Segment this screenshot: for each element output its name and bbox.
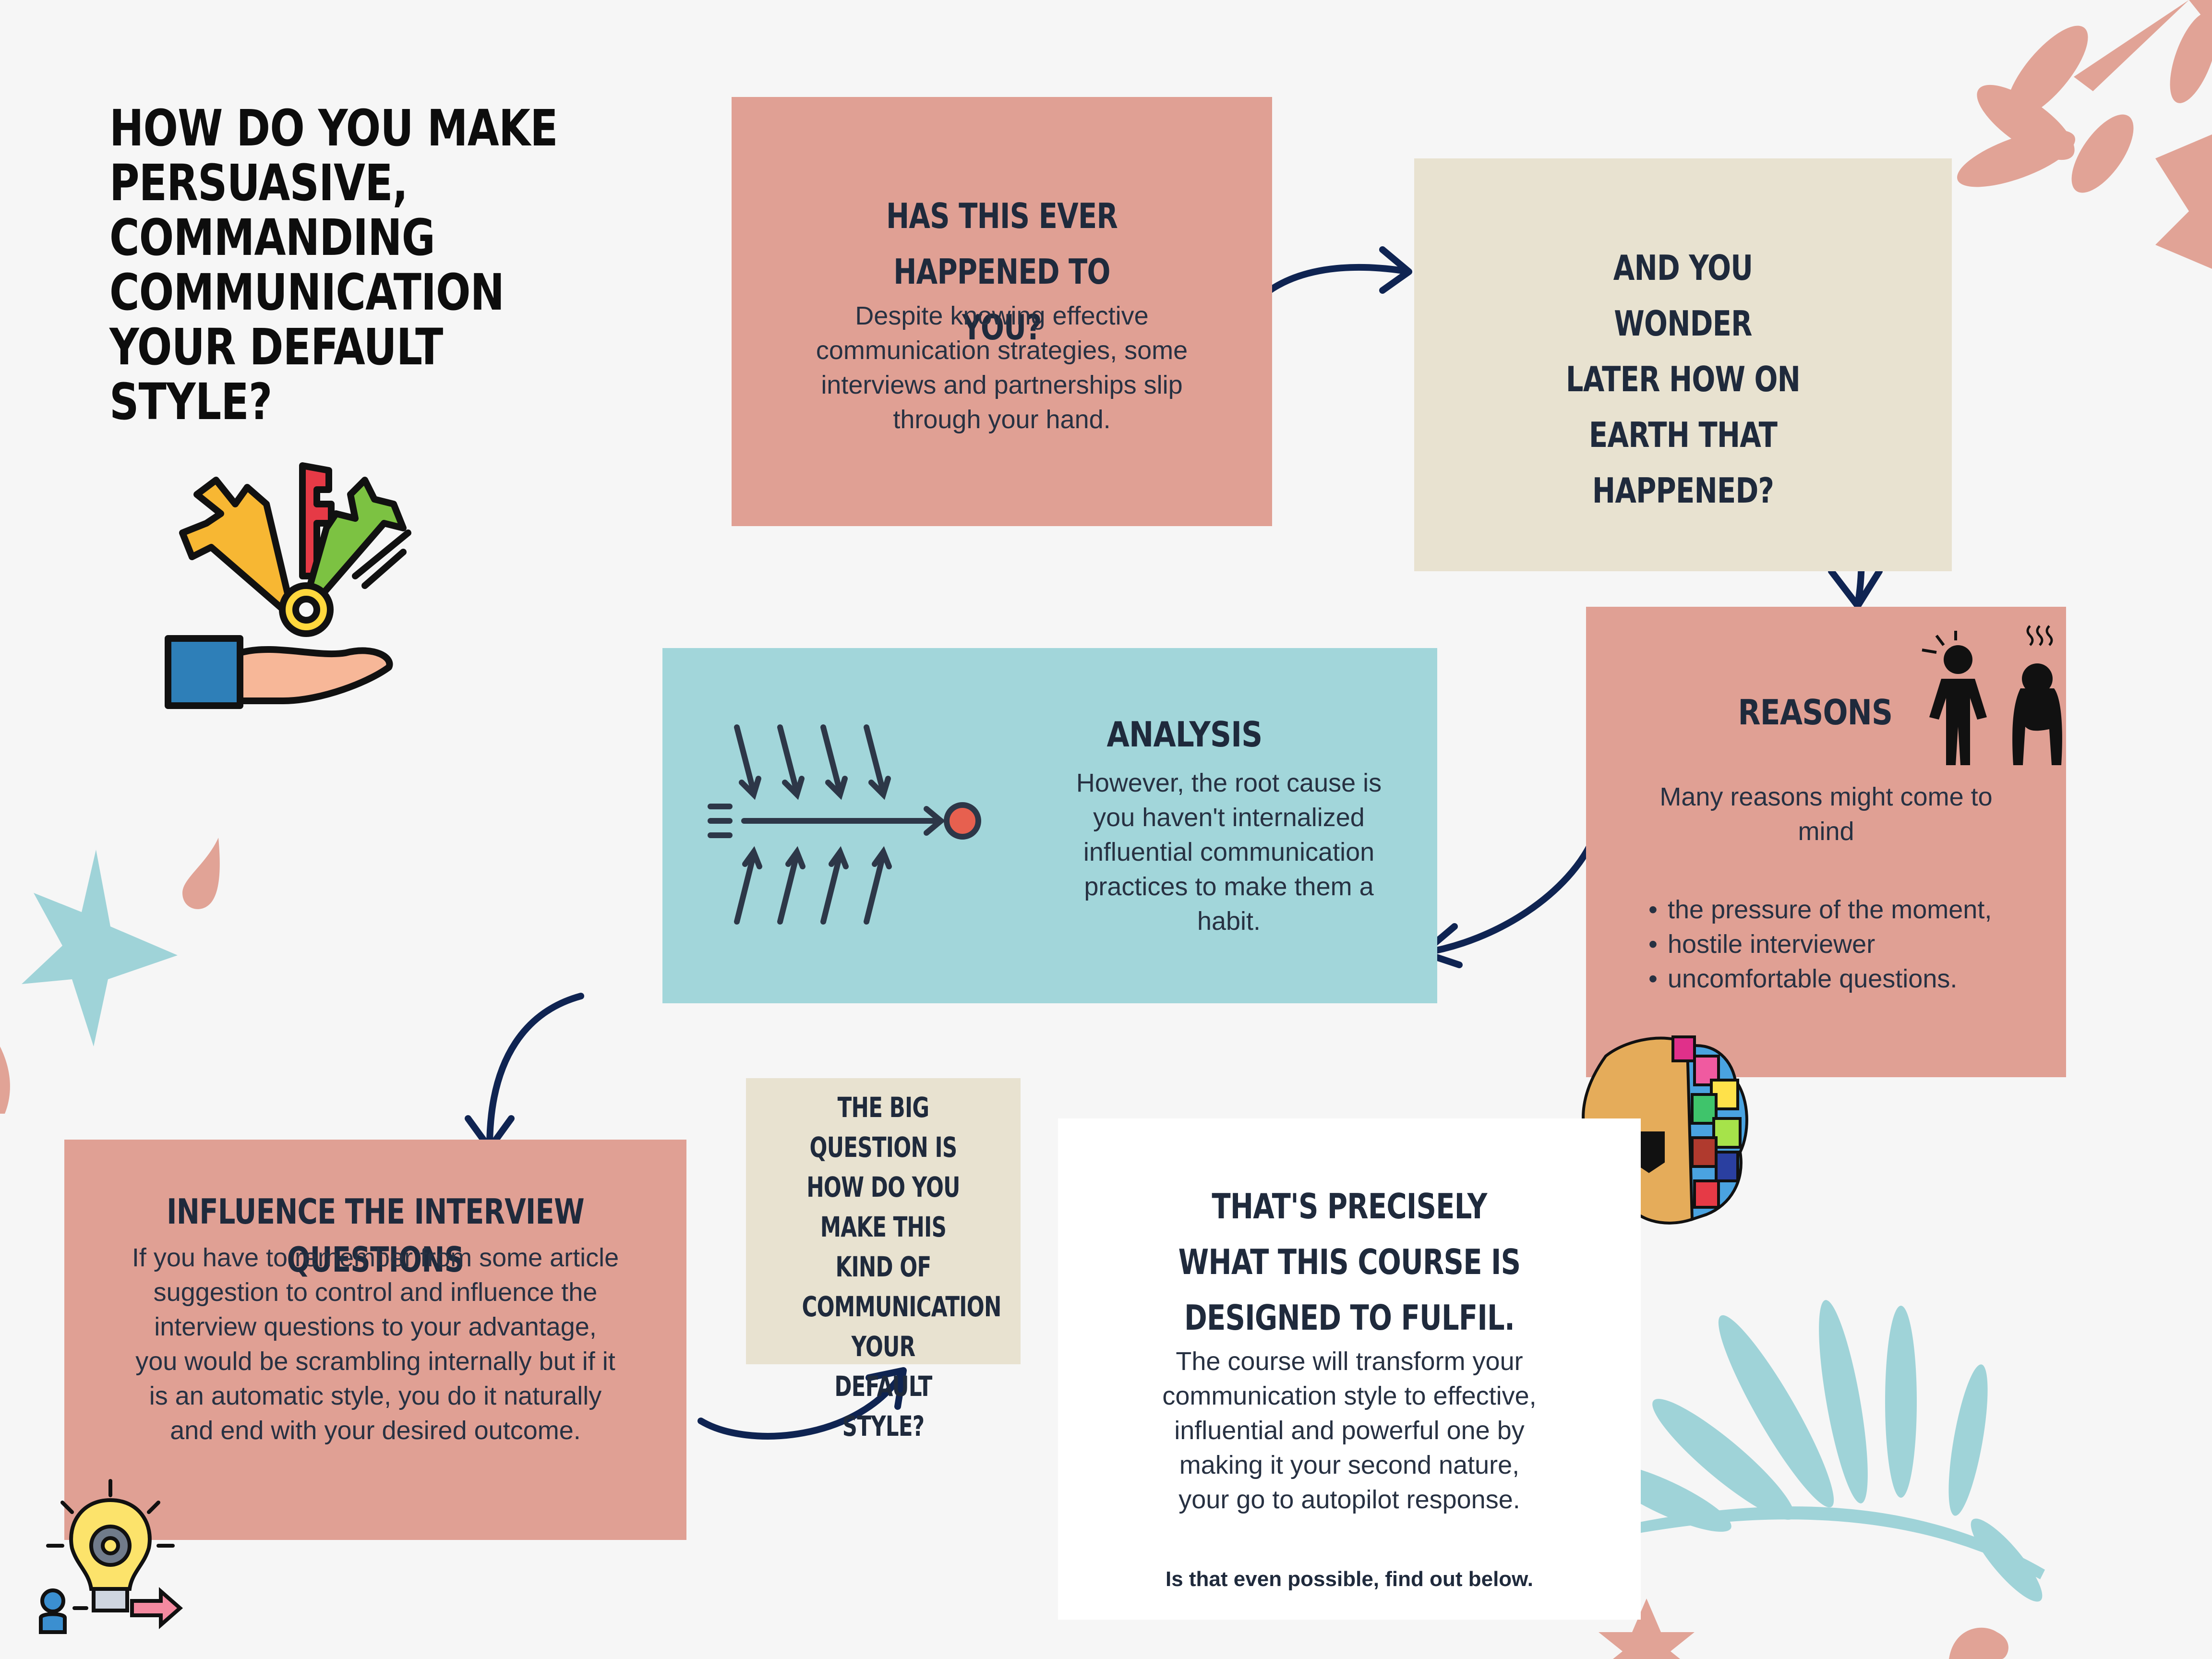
fishbone-diagram-icon	[708, 724, 981, 925]
arrow-box5-to-box6	[697, 1370, 906, 1440]
box1-body: Despite knowing effective communication …	[816, 301, 1188, 434]
box-and-you-wonder: AND YOU WONDER LATER HOW ON EARTH THAT H…	[1414, 158, 1952, 571]
frustrated-people-icon	[1922, 625, 2062, 765]
box-has-this-happened: HAS THIS EVER HAPPENED TO YOU? Despite k…	[732, 97, 1272, 526]
box4-heading: ANALYSIS	[1106, 714, 1263, 755]
box6-heading: THE BIG QUESTION IS HOW DO YOU MAKE THIS…	[802, 1091, 1002, 1443]
box-big-question: THE BIG QUESTION IS HOW DO YOU MAKE THIS…	[746, 1078, 1021, 1443]
box7-body: The course will transform your communica…	[1162, 1347, 1537, 1514]
box2-heading: AND YOU WONDER LATER HOW ON EARTH THAT H…	[1565, 248, 1801, 511]
page-title: How do you make persuasive, commanding c…	[109, 99, 558, 431]
box4-body: However, the root cause is you haven't i…	[1076, 769, 1382, 936]
box5-body: If you have to remember from some articl…	[132, 1243, 619, 1445]
box-course-designed: THAT'S PRECISELY WHAT THIS COURSE IS DES…	[1058, 1118, 1641, 1620]
lightbulb-gear-icon	[39, 1479, 183, 1634]
reason-item: the pressure of the moment,	[1648, 892, 2061, 927]
box3-intro: Many reasons might come to mind	[1659, 782, 1993, 846]
box7-footer: Is that even possible, find out below.	[1165, 1567, 1533, 1591]
box3-reason-list: the pressure of the moment, hostile inte…	[1648, 892, 2061, 996]
box5-heading: INFLUENCE THE INTERVIEW QUESTIONS	[167, 1191, 584, 1280]
box7-heading: THAT'S PRECISELY WHAT THIS COURSE IS DES…	[1178, 1186, 1521, 1338]
box3-heading: REASONS	[1738, 692, 1893, 733]
box-influence-interview: INFLUENCE THE INTERVIEW QUESTIONS If you…	[64, 1140, 686, 1540]
keys-hand-icon	[165, 462, 411, 709]
arrow-box4-to-box5	[486, 993, 584, 1151]
box1-heading: HAS THIS EVER HAPPENED TO YOU?	[886, 196, 1118, 348]
arrow-box3-to-box4	[1420, 834, 1597, 956]
box-reasons: REASONS Many reasons might come to mind …	[1586, 607, 2066, 1077]
reason-item: uncomfortable questions.	[1648, 962, 2061, 996]
box-analysis: ANALYSIS However, the root cause is you …	[662, 648, 1437, 1003]
reason-item: hostile interviewer	[1648, 927, 2061, 962]
